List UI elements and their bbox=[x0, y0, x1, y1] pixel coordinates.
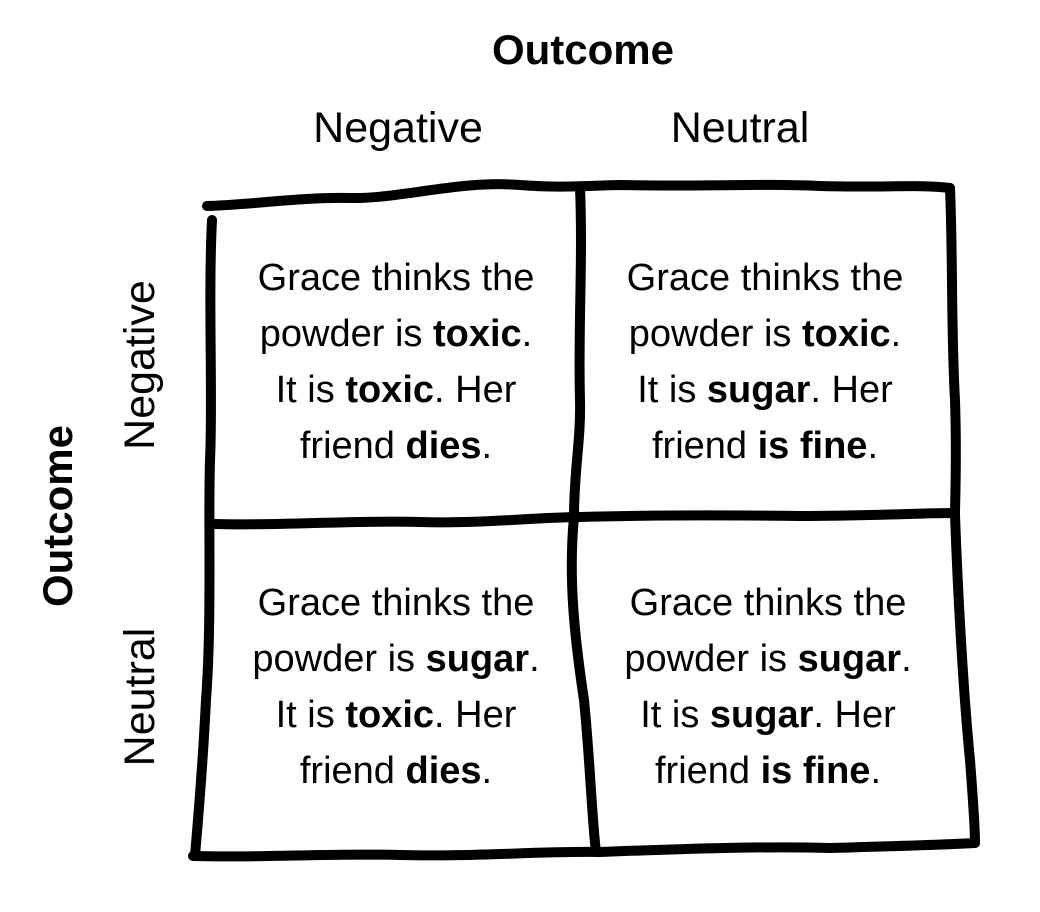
cell-line: Grace thinks the bbox=[257, 582, 535, 624]
cell-line: powder is sugar. bbox=[624, 638, 912, 680]
cell-line: Grace thinks the bbox=[257, 257, 535, 299]
cell-line: friend is fine. bbox=[655, 750, 881, 792]
cell-line: friend dies. bbox=[299, 750, 493, 792]
cell-line: It is sugar. Her bbox=[637, 369, 893, 411]
column-header-neutral: Neutral bbox=[670, 104, 810, 152]
column-header-negative: Negative bbox=[313, 104, 483, 152]
cell-line: powder is sugar. bbox=[252, 638, 540, 680]
cell-line: powder is toxic. bbox=[259, 313, 533, 355]
cell-line: Grace thinks the bbox=[626, 257, 904, 299]
cell-neutral-neutral: Grace thinks the powder is sugar. It is … bbox=[598, 575, 938, 799]
grid-top-border bbox=[202, 179, 955, 211]
grid-middle-horizontal-line bbox=[210, 508, 958, 530]
cell-negative-negative: Grace thinks the powder is toxic. It is … bbox=[226, 250, 566, 474]
cell-neutral-negative: Grace thinks the powder is sugar. It is … bbox=[226, 575, 566, 799]
column-axis-title: Outcome bbox=[491, 26, 675, 73]
cell-line: It is toxic. Her bbox=[275, 694, 517, 736]
cell-line: friend dies. bbox=[299, 425, 493, 467]
cell-line: It is toxic. Her bbox=[275, 369, 517, 411]
grid-left-border bbox=[190, 215, 217, 861]
cell-line: Grace thinks the bbox=[629, 582, 907, 624]
grid-bottom-border bbox=[188, 838, 980, 862]
cell-line: It is sugar. Her bbox=[640, 694, 896, 736]
cell-negative-neutral: Grace thinks the powder is toxic. It is … bbox=[595, 250, 935, 474]
cell-line: friend is fine. bbox=[652, 425, 878, 467]
grid-middle-vertical-line bbox=[566, 183, 601, 857]
cell-line: powder is toxic. bbox=[628, 313, 902, 355]
